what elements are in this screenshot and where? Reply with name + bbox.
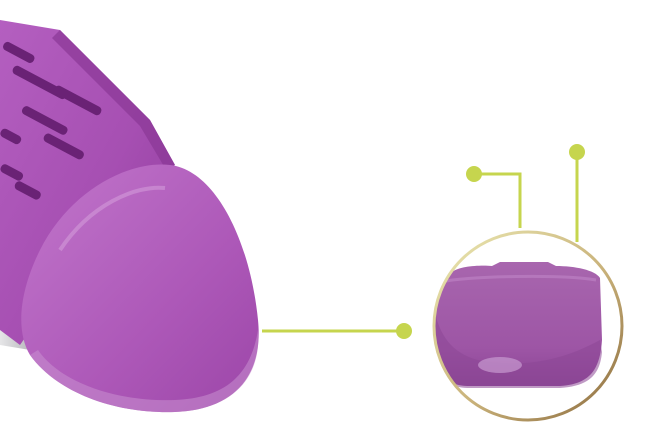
ventilation-slots <box>0 41 102 200</box>
upper-right-pointer-dot <box>569 144 585 160</box>
tip-pointer-dot <box>396 323 412 339</box>
magnified-detail <box>434 262 602 388</box>
magnifier <box>432 230 624 422</box>
tip-pointer <box>262 323 412 339</box>
upper-left-pointer-dot <box>466 166 482 182</box>
upper-right-pointer <box>569 144 585 242</box>
upper-left-pointer <box>466 166 522 228</box>
device-tip <box>21 164 259 413</box>
magnifier-ring <box>432 230 624 422</box>
